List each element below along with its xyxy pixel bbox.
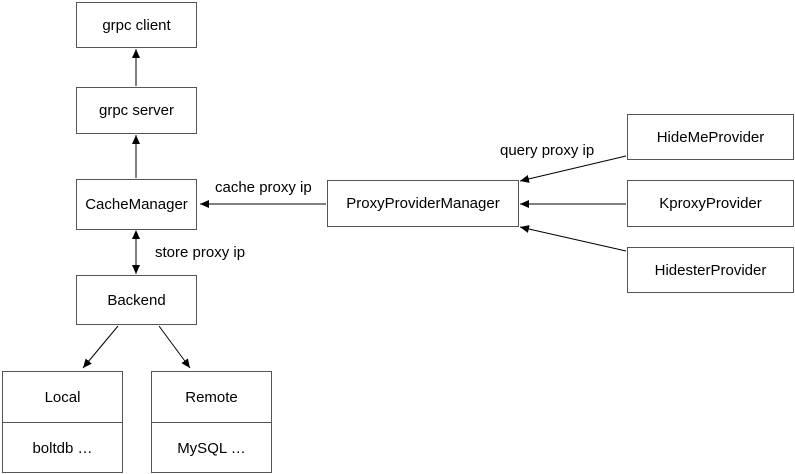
local-title: Local [44, 388, 81, 406]
remote-storage-node: Remote MySQL … [151, 371, 272, 473]
arrow-backend-to-local [82, 325, 119, 369]
cache-proxy-ip-label: cache proxy ip [215, 179, 312, 196]
local-storage-node: Local boltdb … [2, 371, 123, 473]
hideme-provider-node: HideMeProvider [627, 114, 794, 160]
kproxy-provider-node: KproxyProvider [627, 180, 794, 227]
proxy-provider-manager-node: ProxyProviderManager [327, 180, 519, 227]
backend-node: Backend [76, 275, 197, 325]
remote-divider [152, 422, 271, 423]
local-detail: boltdb … [32, 439, 93, 457]
grpc-server-node: grpc server [76, 87, 197, 134]
grpc-client-node: grpc client [76, 2, 197, 48]
hidester-provider-node: HidesterProvider [627, 247, 794, 293]
arrow-hideme-to-ppm [519, 155, 627, 183]
remote-detail: MySQL … [177, 439, 246, 457]
arrow-hidester-to-ppm [519, 225, 627, 252]
query-proxy-ip-label: query proxy ip [500, 142, 595, 159]
store-proxy-ip-label: store proxy ip [155, 244, 246, 261]
arrow-backend-to-remote [158, 325, 191, 369]
local-divider [3, 422, 122, 423]
remote-title: Remote [185, 388, 238, 406]
cache-manager-node: CacheManager [76, 179, 197, 230]
